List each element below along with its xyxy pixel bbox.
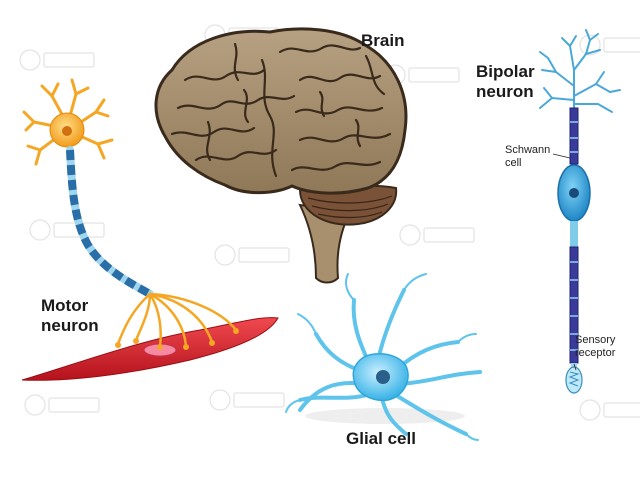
watermark-mark [579, 34, 640, 56]
glial-cell-label: Glial cell [346, 429, 416, 448]
sensory-receptor-label: Sensory receptor [575, 334, 615, 360]
upper-axon-nodes [570, 121, 578, 153]
motor-neuron-label: Motor neuron [41, 296, 99, 336]
motor-nucleus [62, 126, 72, 136]
glial-fine-processes [285, 273, 479, 441]
receptor-label-line2: receptor [575, 347, 616, 359]
bipolar-label-line2: neuron [476, 82, 534, 101]
bipolar-dendrites [539, 29, 621, 113]
bipolar-label-line1: Bipolar [476, 62, 535, 81]
watermark-mark [214, 244, 290, 266]
terminal-boutons [115, 328, 239, 350]
bipolar-neuron-illustration [539, 29, 621, 394]
motor-axon [66, 146, 154, 298]
watermark-mark [24, 394, 100, 416]
watermark-mark [579, 399, 640, 421]
motor-axon-myelin [66, 149, 152, 298]
bipolar-neuron-label: Bipolar neuron [476, 62, 535, 102]
cerebellum-folds [307, 195, 393, 219]
schwann-cell-label: Schwann cell [505, 144, 550, 170]
brain-gyri [170, 42, 392, 178]
axon-terminals [116, 292, 238, 348]
lower-axon-nodes [570, 261, 578, 351]
bipolar-lower-axon-light [570, 221, 578, 247]
glial-nucleus [376, 370, 390, 384]
bipolar-upper-axon [569, 107, 579, 165]
schwann-label-line1: Schwann [505, 144, 551, 156]
receptor-pointer [573, 363, 577, 371]
bipolar-nucleus [569, 188, 579, 198]
receptor-label-line1: Sensory [575, 334, 616, 346]
watermark-mark [29, 219, 105, 241]
watermark-mark [399, 224, 475, 246]
watermark-mark [209, 389, 285, 411]
receptor-coil [568, 371, 580, 387]
brain-illustration [154, 27, 408, 284]
motor-neuron-illustration [21, 78, 279, 381]
glial-cell-illustration [285, 273, 482, 441]
motor-dendrites [22, 78, 114, 166]
brain-label: Brain [361, 31, 405, 50]
schwann-label-line2: cell [505, 157, 522, 169]
motor-label-line2: neuron [41, 316, 99, 335]
motor-label-line1: Motor [41, 296, 89, 315]
watermark-mark [19, 49, 95, 71]
schwann-pointer [552, 153, 571, 159]
sensory-receptor-capsule [565, 366, 583, 394]
cerebrum [154, 27, 408, 195]
